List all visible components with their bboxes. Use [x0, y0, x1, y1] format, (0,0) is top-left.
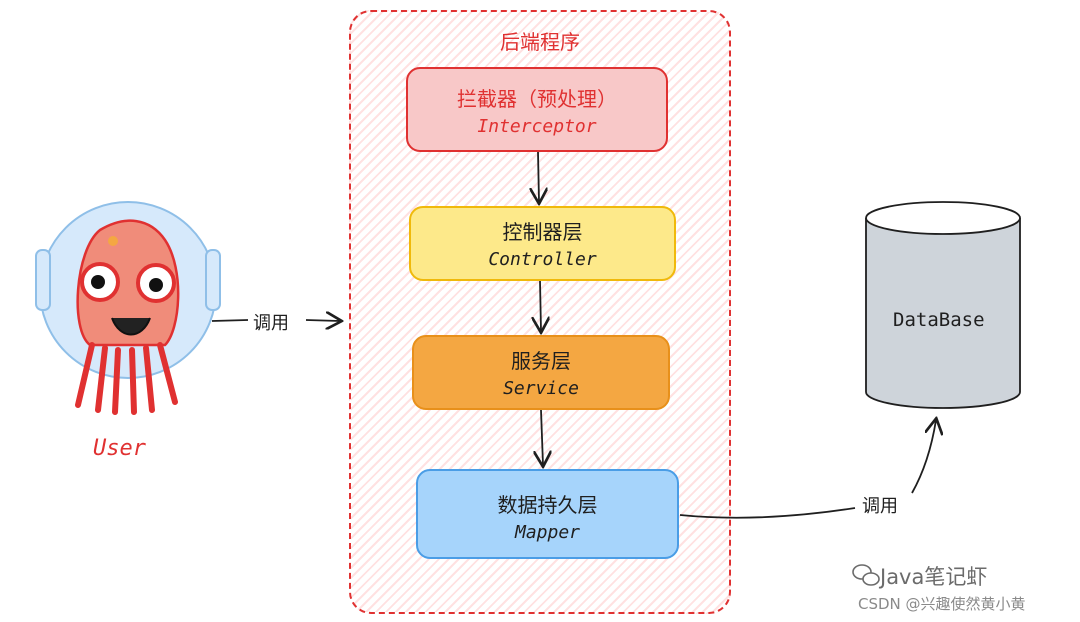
db-call-label: 调用: [862, 496, 898, 517]
mapper-box: 数据持久层 Mapper: [416, 469, 679, 559]
arrow-service-mapper: [541, 409, 543, 465]
mapper-subtitle: Mapper: [514, 522, 581, 543]
database-cylinder: [865, 201, 1021, 409]
line-mapper-db: [679, 507, 856, 519]
service-title: 服务层: [511, 349, 571, 373]
controller-subtitle: Controller: [488, 249, 597, 270]
controller-box: 控制器层 Controller: [409, 206, 676, 281]
user-label: User: [93, 436, 146, 461]
arrow-controller-service: [540, 280, 541, 331]
interceptor-box: 拦截器（预处理） Interceptor: [406, 67, 668, 152]
interceptor-subtitle: Interceptor: [477, 116, 597, 137]
arrow-interceptor-controller: [538, 151, 539, 202]
service-box: 服务层 Service: [412, 335, 670, 410]
database-label: DataBase: [893, 309, 985, 331]
interceptor-title: 拦截器（预处理）: [457, 87, 617, 111]
arrow-user-backend: [211, 319, 249, 322]
arrow-db-head: [911, 420, 936, 494]
controller-title: 控制器层: [502, 220, 583, 244]
wechat-icon: [852, 564, 880, 586]
csdn-watermark: CSDN @兴趣使然黄小黄: [858, 595, 1026, 613]
mapper-title: 数据持久层: [497, 493, 598, 517]
arrow-user-backend-head: [305, 320, 340, 321]
wechat-watermark: Java笔记虾: [880, 565, 988, 589]
container-title: 后端程序: [500, 30, 580, 54]
user-call-label: 调用: [253, 313, 289, 334]
service-subtitle: Service: [503, 378, 579, 399]
user-mascot-icon: [35, 201, 221, 415]
